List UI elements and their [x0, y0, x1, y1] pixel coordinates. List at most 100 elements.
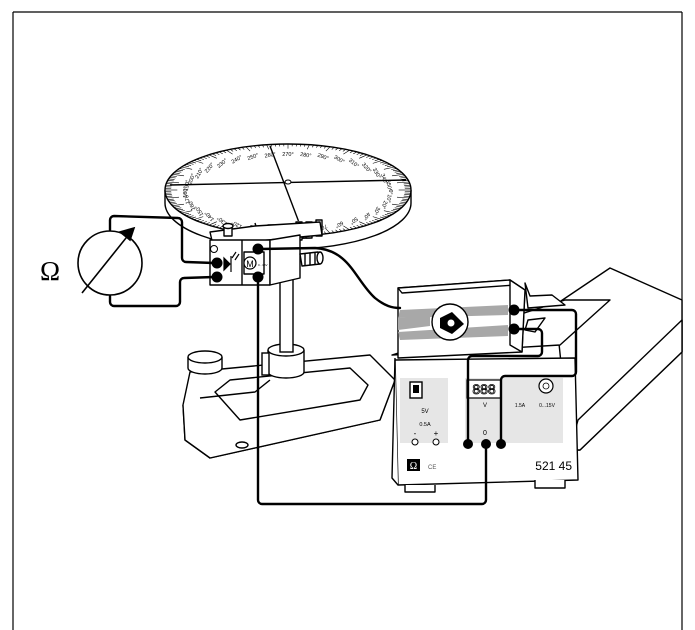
scale-tick: [392, 169, 399, 172]
scale-tick: [167, 198, 174, 200]
scale-tick: [179, 210, 185, 212]
scale-tick: [188, 162, 194, 165]
supply-socket-left[interactable]: [463, 439, 473, 449]
left-panel-plus: +: [434, 429, 439, 438]
scale-tick: [374, 158, 380, 162]
scale-tick: [391, 168, 397, 170]
scale-tick: [343, 149, 350, 155]
scale-tick: [266, 144, 270, 150]
angle-label: 160°: [187, 198, 197, 211]
scale-tick: [331, 230, 335, 233]
scale-tick: [396, 206, 403, 208]
right-panel-current: 1.5A: [515, 403, 526, 409]
left-panel-voltage: 5V: [421, 409, 428, 415]
scale-tick: [399, 203, 406, 205]
scale-tick: [394, 171, 401, 173]
scale-tick: [400, 177, 407, 179]
scale-tick: [306, 144, 310, 150]
angle-label: 0°: [387, 189, 393, 194]
scale-tick: [366, 155, 371, 158]
scale-tick: [387, 212, 393, 215]
scale-tick: [193, 160, 204, 164]
motor-voltage-label: 0...15V: [258, 263, 268, 267]
turntable-center: [284, 179, 292, 185]
motor-symbol: M 0...15V: [243, 256, 268, 270]
scale-tick: [215, 152, 220, 155]
angle-label: 290°: [316, 153, 329, 163]
angle-label: 280°: [300, 152, 312, 160]
scale-tick: [372, 216, 383, 220]
socket-5v-plus[interactable]: [432, 438, 440, 446]
left-panel-minus: -: [414, 429, 417, 438]
scale-tick: [167, 180, 174, 182]
scale-tick: [312, 144, 314, 148]
scale-tick: [212, 153, 217, 156]
base-knob: [187, 350, 223, 375]
volt-label: V: [483, 403, 487, 409]
angle-label: 200°: [187, 173, 197, 186]
scale-tick: [208, 154, 217, 159]
angle-label: 130°: [216, 214, 229, 226]
sensor-housing: [209, 219, 324, 286]
scale-tick: [359, 224, 364, 227]
scale-tick: [401, 200, 408, 202]
supply-socket-zero[interactable]: [481, 439, 491, 449]
scale-tick: [401, 178, 408, 180]
scale-tick: [342, 228, 346, 231]
angle-label: 20°: [379, 200, 387, 210]
ce-mark: CE: [428, 465, 436, 471]
zero-label: 0: [483, 430, 487, 437]
socket-top-small[interactable]: [210, 245, 218, 253]
power-switch[interactable]: [409, 381, 423, 399]
scale-tick: [316, 145, 319, 148]
ohmmeter: [77, 226, 143, 296]
angle-label: 190°: [184, 179, 192, 191]
scale-tick: [353, 151, 357, 155]
scale-tick: [359, 153, 364, 156]
scale-tick: [172, 203, 185, 206]
scale-tick: [202, 221, 207, 224]
scale-tick: [191, 216, 196, 219]
scale-tick: [233, 148, 237, 151]
angle-label: 320°: [360, 162, 372, 175]
display-digits: 888: [472, 381, 496, 397]
angle-label: 350°: [384, 179, 392, 191]
ohmmeter-needle: [81, 227, 135, 294]
angle-label: 340°: [379, 173, 389, 186]
scale-tick: [185, 164, 192, 166]
angle-label: 120°: [231, 219, 244, 230]
scale-tick: [219, 151, 223, 155]
scale-tick: [343, 225, 350, 231]
scale-tick: [169, 201, 176, 203]
scale-tick: [253, 145, 257, 149]
ohmmeter-label: Ω: [40, 256, 60, 286]
sensor-sockets[interactable]: [210, 243, 264, 283]
scale-tick: [196, 218, 202, 222]
scale-tick: [169, 177, 176, 179]
scale-tick: [380, 161, 385, 164]
scale-tick: [319, 145, 323, 149]
scale-tick: [394, 207, 401, 209]
scale-tick: [396, 181, 410, 184]
rotary-switch[interactable]: [431, 303, 469, 341]
supply-socket-right[interactable]: [496, 439, 506, 449]
voltage-knob[interactable]: [538, 378, 554, 394]
scale-tick: [177, 208, 184, 211]
scale-tick: [396, 196, 410, 199]
scale-tick: [241, 147, 245, 150]
angle-label: 260°: [264, 152, 276, 160]
socket-5v-minus[interactable]: [411, 438, 419, 446]
scale-tick: [391, 210, 397, 212]
scale-tick: [188, 215, 194, 218]
scale-tick: [215, 225, 220, 228]
scale-tick: [353, 225, 357, 229]
scale-tick: [369, 221, 374, 224]
scale-tick: [356, 225, 361, 228]
scale-tick: [199, 157, 205, 160]
scale-tick: [374, 218, 380, 222]
angle-label: 150°: [194, 204, 205, 217]
angle-label: 40°: [361, 211, 371, 221]
scale-tick: [183, 165, 189, 168]
angle-label: 180°: [183, 186, 189, 197]
angle-label: 310°: [347, 158, 360, 170]
